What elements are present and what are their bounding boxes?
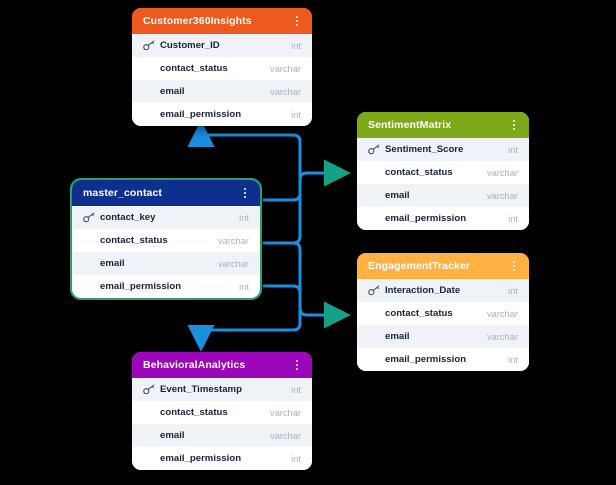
column-name: email_permission xyxy=(385,354,467,365)
column-type: int xyxy=(291,384,301,395)
column-type: int xyxy=(239,281,249,292)
table-row[interactable]: contact_status varchar xyxy=(132,57,312,80)
table-header[interactable]: Customer360Insights xyxy=(132,8,312,34)
column-name: Event_Timestamp xyxy=(160,384,242,395)
kebab-menu-icon[interactable] xyxy=(291,14,303,28)
column-type: int xyxy=(291,453,301,464)
column-type: int xyxy=(291,109,301,120)
table-title-engagementtracker: EngagementTracker xyxy=(368,260,471,272)
column-type: int xyxy=(239,212,249,223)
table-title-master_contact: master_contact xyxy=(83,187,163,199)
column-name: Interaction_Date xyxy=(385,285,461,296)
column-type: varchar xyxy=(486,167,518,178)
key-icon xyxy=(368,285,380,296)
table-header[interactable]: EngagementTracker xyxy=(357,253,529,279)
table-row[interactable]: Customer_ID int xyxy=(132,34,312,57)
column-type: varchar xyxy=(217,235,249,246)
table-row[interactable]: email_permission int xyxy=(357,207,529,230)
table-row[interactable]: email varchar xyxy=(132,80,312,103)
kebab-menu-icon[interactable] xyxy=(508,259,520,273)
column-key-slot xyxy=(143,40,160,51)
column-name: contact_status xyxy=(385,308,453,319)
key-icon xyxy=(143,40,155,51)
edge-master-to-customer360 xyxy=(187,120,302,202)
table-row[interactable]: email_permission int xyxy=(132,447,312,470)
key-icon xyxy=(143,384,155,395)
column-name: email_permission xyxy=(160,453,242,464)
column-name: email xyxy=(385,331,410,342)
kebab-menu-icon[interactable] xyxy=(291,358,303,372)
column-name: email xyxy=(100,258,125,269)
column-name: contact_key xyxy=(100,212,156,223)
column-type: varchar xyxy=(269,407,301,418)
table-row[interactable]: contact_status varchar xyxy=(132,401,312,424)
column-type: int xyxy=(291,40,301,51)
table-row[interactable]: contact_status varchar xyxy=(72,229,260,252)
table-row[interactable]: contact_status varchar xyxy=(357,161,529,184)
column-type: varchar xyxy=(486,190,518,201)
key-icon xyxy=(368,144,380,155)
table-row[interactable]: email_permission int xyxy=(72,275,260,298)
table-row[interactable]: Event_Timestamp int xyxy=(132,378,312,401)
column-type: int xyxy=(508,285,518,296)
edge-master-to-engagementtracker xyxy=(262,241,351,329)
column-name: Sentiment_Score xyxy=(385,144,464,155)
table-row[interactable]: email varchar xyxy=(357,184,529,207)
column-key-slot xyxy=(368,285,385,296)
table-header[interactable]: BehavioralAnalytics xyxy=(132,352,312,378)
column-type: int xyxy=(508,213,518,224)
column-key-slot xyxy=(83,212,100,223)
edge-master-to-sentimentmatrix xyxy=(262,159,351,245)
edge-master-to-behavioralanalytics xyxy=(187,284,302,352)
key-icon xyxy=(83,212,95,223)
column-type: varchar xyxy=(486,331,518,342)
table-row[interactable]: Sentiment_Score int xyxy=(357,138,529,161)
table-row[interactable]: email varchar xyxy=(357,325,529,348)
column-type: varchar xyxy=(269,430,301,441)
table-row[interactable]: contact_key int xyxy=(72,206,260,229)
table-row[interactable]: email varchar xyxy=(72,252,260,275)
column-name: contact_status xyxy=(160,407,228,418)
column-name: email_permission xyxy=(385,213,467,224)
column-name: email xyxy=(385,190,410,201)
kebab-menu-icon[interactable] xyxy=(239,186,251,200)
column-type: int xyxy=(508,144,518,155)
table-title-sentimentmatrix: SentimentMatrix xyxy=(368,119,452,131)
column-name: contact_status xyxy=(160,63,228,74)
table-header[interactable]: master_contact xyxy=(72,180,260,206)
table-row[interactable]: email_permission int xyxy=(357,348,529,371)
kebab-menu-icon[interactable] xyxy=(508,118,520,132)
table-row[interactable]: contact_status varchar xyxy=(357,302,529,325)
table-header[interactable]: SentimentMatrix xyxy=(357,112,529,138)
column-type: int xyxy=(508,354,518,365)
column-name: email xyxy=(160,86,185,97)
column-name: Customer_ID xyxy=(160,40,220,51)
column-key-slot xyxy=(368,144,385,155)
table-row[interactable]: email varchar xyxy=(132,424,312,447)
column-name: email xyxy=(160,430,185,441)
column-key-slot xyxy=(143,384,160,395)
column-type: varchar xyxy=(217,258,249,269)
column-type: varchar xyxy=(269,86,301,97)
table-row[interactable]: Interaction_Date int xyxy=(357,279,529,302)
table-title-behavioralanalytics: BehavioralAnalytics xyxy=(143,359,246,371)
column-type: varchar xyxy=(486,308,518,319)
column-name: contact_status xyxy=(100,235,168,246)
column-name: email_permission xyxy=(100,281,182,292)
table-row[interactable]: email_permission int xyxy=(132,103,312,126)
column-name: contact_status xyxy=(385,167,453,178)
column-type: varchar xyxy=(269,63,301,74)
table-title-customer360insights: Customer360Insights xyxy=(143,15,252,27)
column-name: email_permission xyxy=(160,109,242,120)
